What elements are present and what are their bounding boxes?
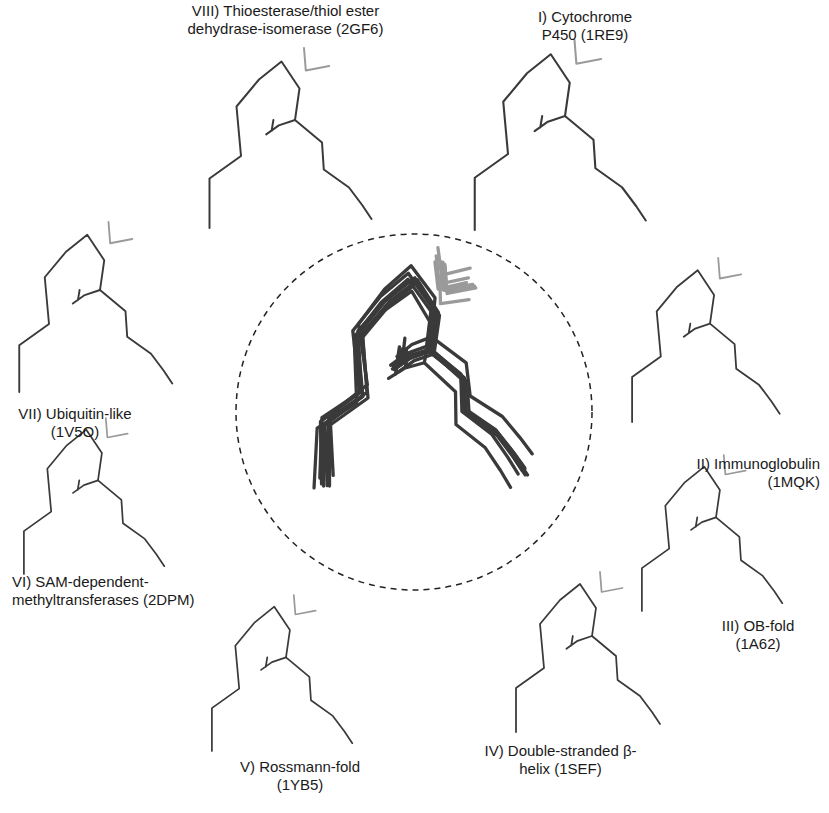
fold-label: IV) Double-stranded β-helix (1SEF)	[478, 742, 643, 778]
fold-label: III) OB-fold (1A62)	[712, 617, 804, 653]
fold-label: I) Cytochrome P450 (1RE9)	[525, 8, 645, 44]
fold-panels	[19, 40, 782, 751]
dashed-circle	[236, 234, 592, 590]
fold-label: VIII) Thioesterase/thiol ester dehydrase…	[178, 2, 393, 38]
fold-label: V) Rossmann-fold (1YB5)	[235, 758, 365, 794]
superposition	[314, 243, 533, 498]
fold-label: VI) SAM-dependent-methyltransferases (2D…	[12, 573, 212, 609]
fold-label: VII) Ubiquitin-like (1V5O)	[10, 405, 140, 441]
fold-label: II) Immunoglobulin (1MQK)	[670, 455, 820, 491]
